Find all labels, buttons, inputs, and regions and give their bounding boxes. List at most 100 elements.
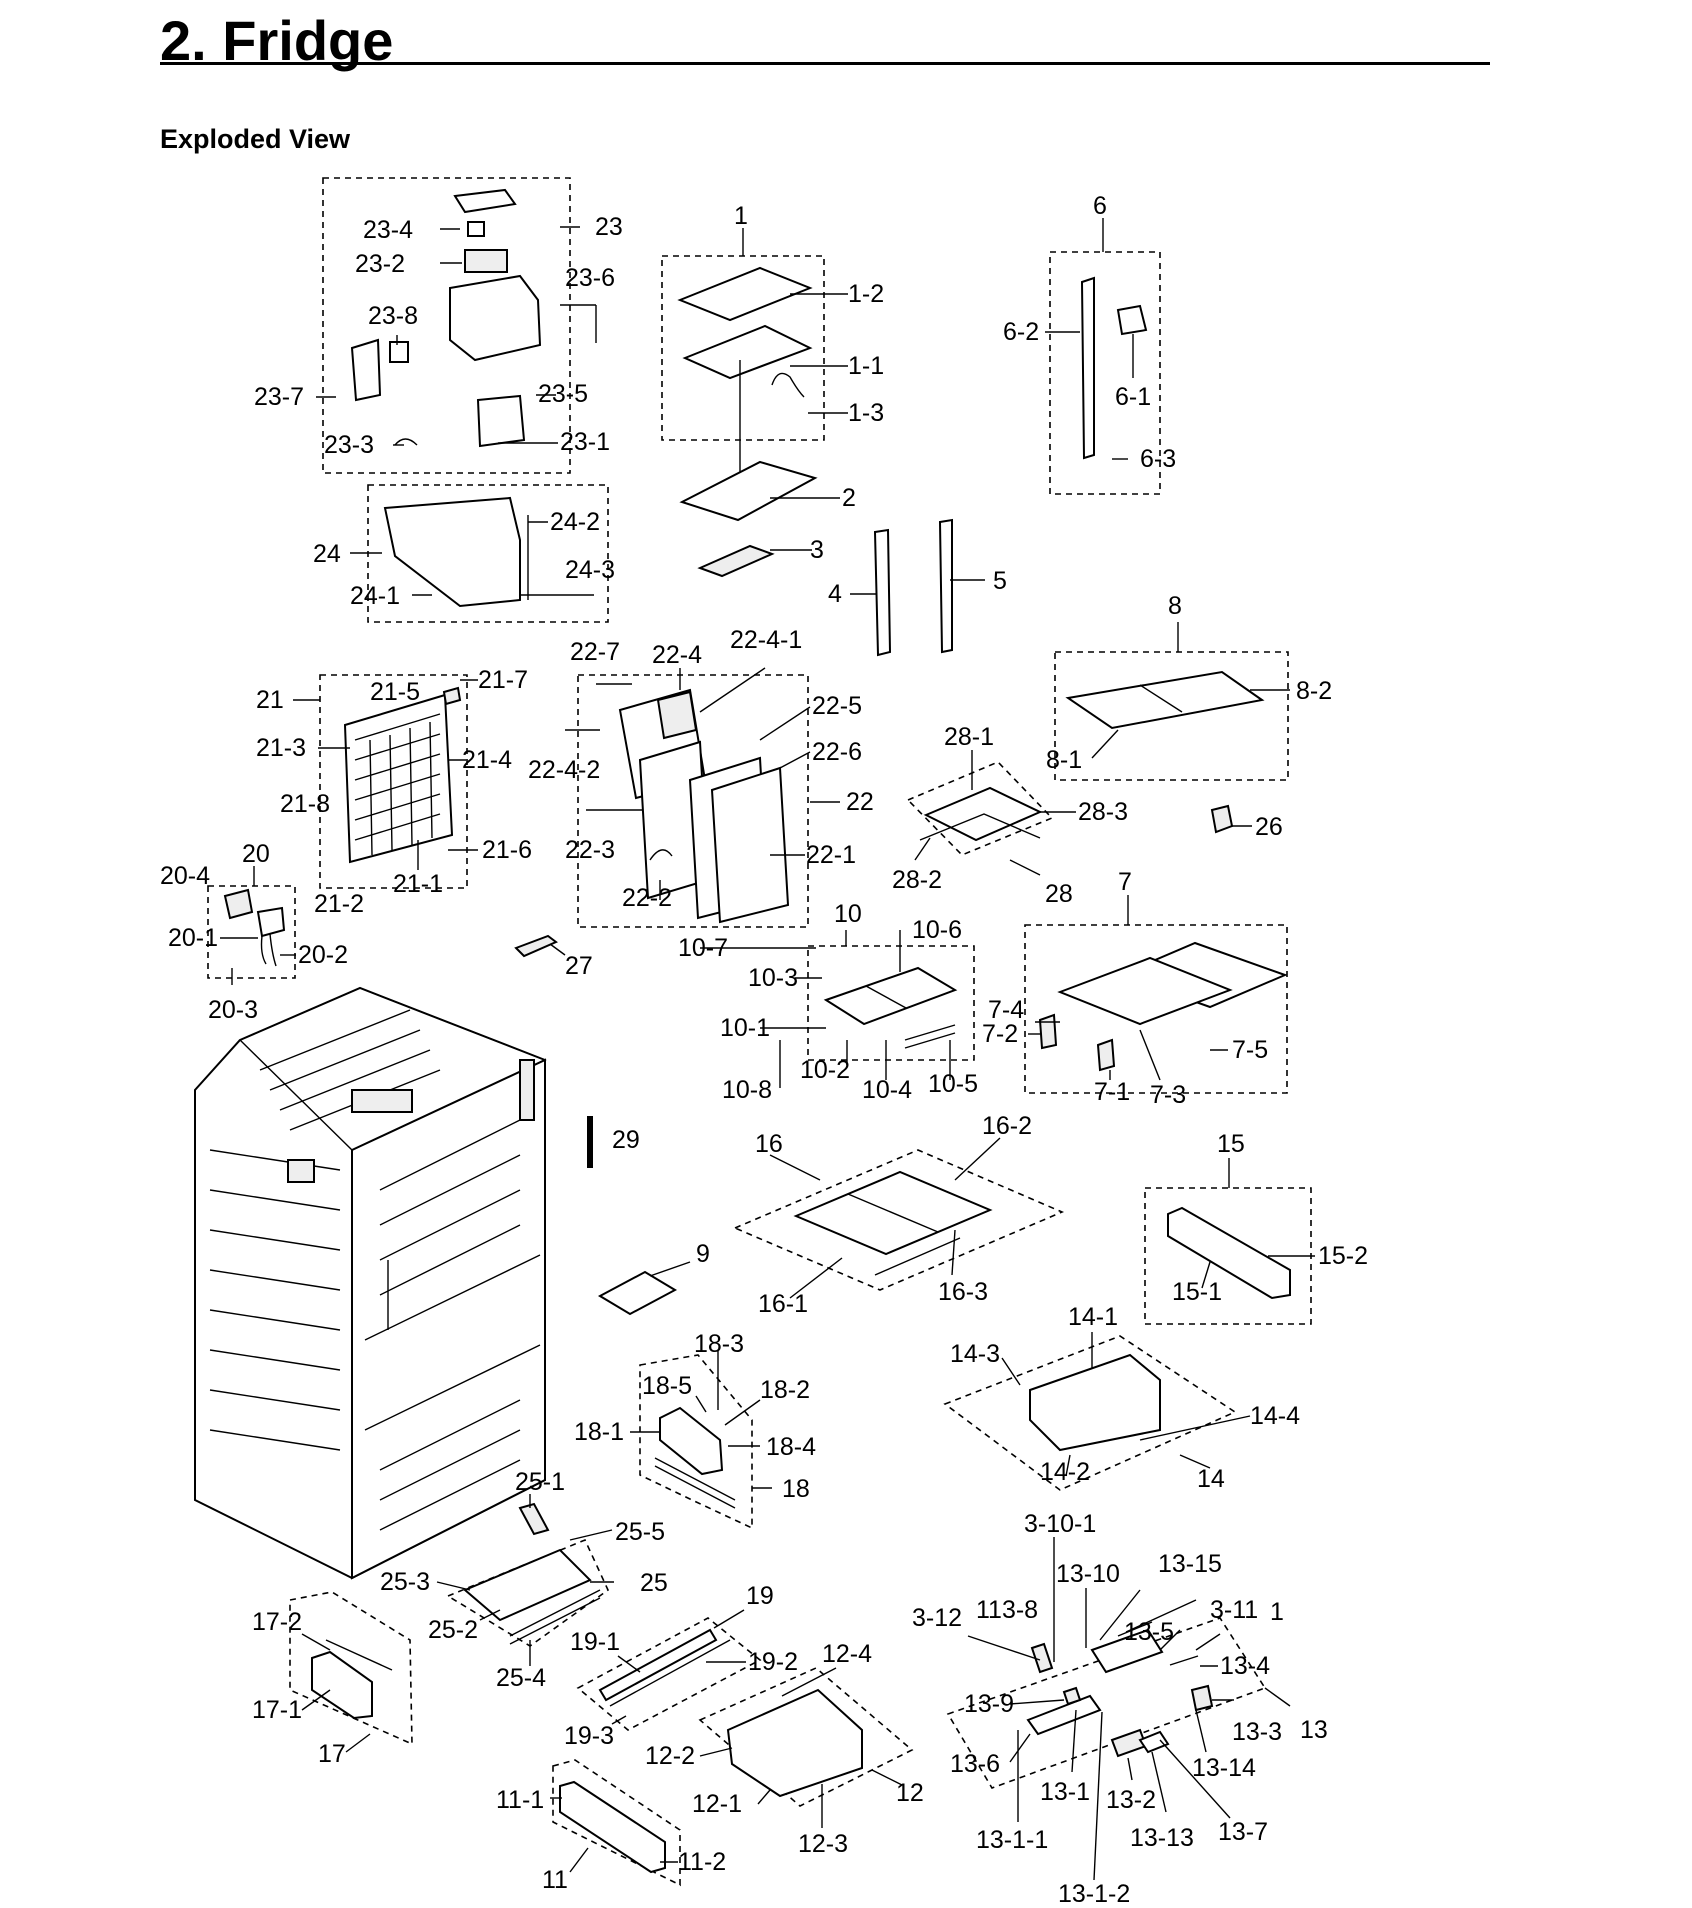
part-label: 13-3: [1232, 1718, 1282, 1746]
part-label: 16-2: [982, 1112, 1032, 1140]
part-label: 3-12: [912, 1604, 962, 1632]
part-label: 7-1: [1094, 1078, 1130, 1106]
part-label: 23-6: [565, 264, 615, 292]
part-label: 14: [1197, 1465, 1225, 1493]
part-label: 3-11: [1210, 1596, 1258, 1624]
group-24: [350, 484, 609, 623]
part-label: 10-1: [720, 1014, 770, 1042]
part-label: 12-1: [692, 1790, 742, 1818]
part-label: 12-2: [645, 1742, 695, 1770]
group-11: [550, 1759, 681, 1887]
part-label: 22-7: [570, 638, 620, 666]
part-label: 24: [313, 540, 341, 568]
part-label: 22: [846, 788, 874, 816]
part-label: 6-3: [1140, 445, 1176, 473]
section-heading: Exploded View: [160, 124, 351, 154]
part-label: 10-5: [928, 1070, 978, 1098]
part-label: 22-4-1: [730, 626, 802, 654]
part-label: 21-1: [393, 870, 443, 898]
part-label: 10-2: [800, 1056, 850, 1084]
part-label: 8-2: [1296, 677, 1332, 705]
part-label: 13: [1300, 1716, 1328, 1744]
part-label: 15: [1217, 1130, 1245, 1158]
group-12: [698, 1667, 914, 1828]
group-21: [293, 674, 478, 889]
part-label: 19-1: [570, 1628, 620, 1656]
part-label: 18-2: [760, 1376, 810, 1404]
part-label: 24-1: [350, 582, 400, 610]
part-label: 18-4: [766, 1433, 816, 1461]
part-label: 17-2: [252, 1608, 302, 1636]
part-label: 13-6: [950, 1750, 1000, 1778]
part-label: 6: [1093, 192, 1107, 220]
part-label: 113-8: [976, 1596, 1038, 1624]
part-label: 6-1: [1115, 383, 1151, 411]
part-label: 16-3: [938, 1278, 988, 1306]
part-label: 22-5: [812, 692, 862, 720]
part-label: 27: [565, 952, 593, 980]
part-label: 21: [256, 686, 284, 714]
part-label: 23-3: [324, 431, 374, 459]
part-label: 3-10-1: [1024, 1510, 1096, 1538]
part-label: 18: [782, 1475, 810, 1503]
part-label: 18-1: [574, 1418, 624, 1446]
part-26: [1210, 804, 1252, 834]
group-15: [1144, 1158, 1315, 1325]
part-label: 10: [834, 900, 862, 928]
part-label: 16: [755, 1130, 783, 1158]
part-label: 17: [318, 1740, 346, 1768]
part-label: 12-4: [822, 1640, 872, 1668]
part-label: 13-2: [1106, 1786, 1156, 1814]
fridge-cabinet: [194, 986, 547, 1580]
part-label: 20-2: [298, 941, 348, 969]
part-label: 25-3: [380, 1568, 430, 1596]
part-label: 13-1-2: [1058, 1880, 1130, 1908]
part-label: 8-1: [1046, 746, 1082, 774]
part-label: 23-7: [254, 383, 304, 411]
group-20: [207, 866, 296, 985]
part-label: 13-7: [1218, 1818, 1268, 1846]
part-label: 4: [828, 580, 842, 608]
part-label: 13-1-1: [976, 1826, 1048, 1854]
part-label: 8: [1168, 592, 1182, 620]
part-label: 20-4: [160, 862, 210, 890]
group-10: [700, 930, 975, 1088]
part-label: 19-3: [564, 1722, 614, 1750]
part-29: [587, 1116, 593, 1168]
part-label: 1-3: [848, 399, 884, 427]
part-label: 10-3: [748, 964, 798, 992]
part-label: 1-2: [848, 280, 884, 308]
part-label: 7: [1118, 868, 1132, 896]
part-label: 23-1: [560, 428, 610, 456]
part-label: 13-10: [1056, 1560, 1120, 1588]
part-label: 20-1: [168, 924, 218, 952]
part-label: 28-3: [1078, 798, 1128, 826]
part-label: 21-6: [482, 836, 532, 864]
part-label: 14-3: [950, 1340, 1000, 1368]
part-label: 24-2: [550, 508, 600, 536]
page-title: 2. Fridge: [160, 9, 394, 72]
part-label: 25-2: [428, 1616, 478, 1644]
group-8: [1054, 622, 1290, 781]
part-label: 23-4: [363, 216, 413, 244]
part-label: 15-2: [1318, 1242, 1368, 1270]
part-label: 18-3: [694, 1330, 744, 1358]
part-label: 21-5: [370, 678, 420, 706]
part-label: 23-2: [355, 250, 405, 278]
part-label: 2: [842, 484, 856, 512]
part-label: 23: [595, 213, 623, 241]
part-label: 23-5: [538, 380, 588, 408]
part-label: 14-4: [1250, 1402, 1300, 1430]
part-label: 22-2: [622, 884, 672, 912]
part-label: 25: [640, 1569, 668, 1597]
part-label: 20: [242, 840, 270, 868]
part-label: 13-15: [1158, 1550, 1222, 1578]
part-label: 17-1: [252, 1696, 302, 1724]
part-label: 21-2: [314, 890, 364, 918]
part-label: 6-2: [1003, 318, 1039, 346]
part-label: 13-1: [1040, 1778, 1090, 1806]
part-2-3: [679, 460, 840, 578]
part-label: 14-2: [1040, 1458, 1090, 1486]
part-label: 10-4: [862, 1076, 912, 1104]
group-23-ice-maker: [316, 177, 597, 474]
